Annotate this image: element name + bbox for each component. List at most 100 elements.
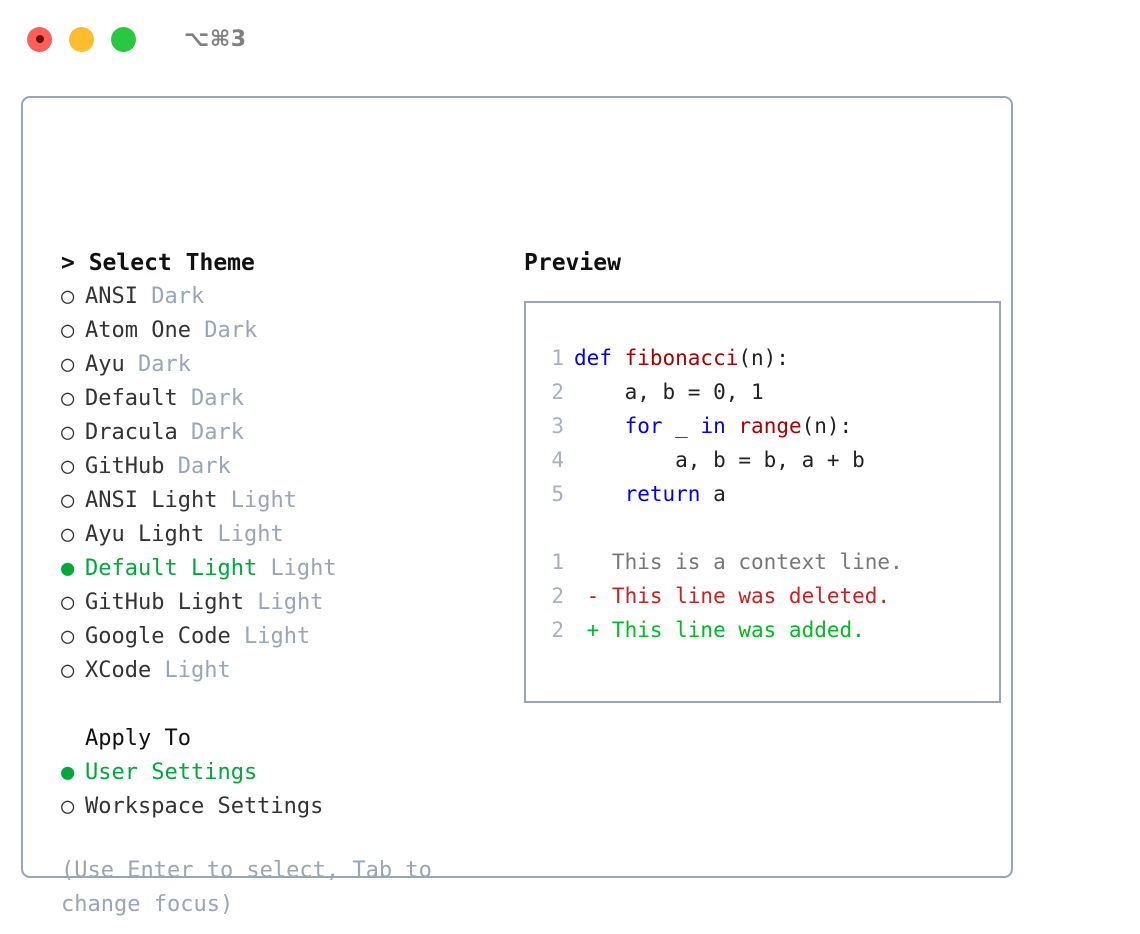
theme-option-name: Google Code [85, 624, 231, 649]
apply-to-label: Apply To [85, 726, 191, 751]
diff-line-ctx: 1 This is a context line. [538, 545, 999, 579]
line-number: 5 [551, 482, 564, 506]
code-token: def [574, 346, 625, 370]
code-token: a [700, 482, 726, 506]
apply-to-option-user-settings[interactable]: ● User Settings [61, 756, 501, 790]
theme-option-variant: Dark [190, 386, 244, 411]
close-button[interactable] [27, 26, 52, 52]
apply-to-option-name: User Settings [85, 760, 258, 785]
theme-option-ansi-light[interactable]: ○ANSI Light Light [61, 484, 501, 518]
code-line: 1 def fibonacci(n): [538, 341, 999, 375]
code-token: (n): [801, 414, 853, 438]
theme-option-name: ANSI [85, 284, 138, 309]
theme-option-name: Dracula [85, 420, 178, 445]
theme-option-variant: Light [243, 624, 311, 649]
radio-unselected-icon: ○ [61, 794, 75, 819]
theme-option-default[interactable]: ○ Default Dark [61, 382, 501, 416]
radio-unselected-icon: ○ [61, 658, 75, 683]
radio-selected-icon: ● [61, 556, 75, 581]
theme-option-variant: Dark [177, 454, 231, 479]
code-token: range [738, 414, 802, 438]
theme-option-xcode[interactable]: ○ XCode Light [61, 654, 501, 688]
window-controls [27, 26, 136, 52]
theme-selector-panel: > Select Theme ○ANSI Dark○Atom One Dark○… [21, 96, 1014, 917]
line-number: 3 [551, 414, 564, 438]
radio-unselected-icon: ○ [61, 488, 75, 513]
radio-unselected-icon: ○ [61, 420, 75, 445]
theme-option-variant: Light [164, 658, 231, 683]
code-token: for [624, 414, 663, 438]
code-token: (n): [738, 346, 789, 370]
code-token [726, 414, 739, 438]
theme-option-variant: Dark [190, 420, 244, 445]
theme-option-variant: Dark [151, 284, 205, 309]
line-number: 2 [551, 584, 564, 608]
theme-option-name: Default Light [85, 556, 258, 581]
theme-option-variant: Light [217, 522, 284, 547]
theme-picker-header: > Select Theme [61, 250, 255, 276]
theme-option-google-code[interactable]: ○Google Code Light [61, 620, 501, 654]
window-title: ⌥⌘3 [184, 26, 247, 52]
code-line: 4 a, b = b, a + b [538, 443, 999, 477]
line-number: 1 [551, 346, 564, 370]
code-token: a, b = b, a + b [574, 448, 865, 472]
radio-selected-icon: ● [61, 760, 75, 785]
apply-to-list[interactable]: ● User Settings ○ Workspace Settings [61, 756, 501, 824]
radio-unselected-icon: ○ [61, 284, 75, 309]
radio-unselected-icon: ○ [61, 590, 75, 615]
theme-option-default-light[interactable]: ● Default Light Light [61, 552, 501, 586]
diff-line-text: + This line was added. [574, 618, 865, 642]
theme-option-github-light[interactable]: ○ GitHub Light Light [61, 586, 501, 620]
recording-indicator-dot [35, 35, 44, 43]
apply-to-option-name: Workspace Settings [85, 794, 324, 819]
theme-option-ansi[interactable]: ○ ANSI Dark [61, 280, 501, 314]
code-token [574, 414, 625, 438]
diff-line-add: 2 + This line was added. [538, 613, 999, 647]
code-token: in [700, 414, 726, 438]
code-token: _ [662, 414, 701, 438]
line-number: 2 [551, 618, 564, 642]
theme-option-name: Default [85, 386, 178, 411]
theme-option-variant: Dark [204, 318, 258, 343]
zoom-button[interactable] [111, 26, 136, 52]
code-line: 3 for _ in range(n): [538, 409, 999, 443]
line-number: 4 [551, 448, 564, 472]
theme-option-name: Ayu [85, 352, 125, 377]
radio-unselected-icon: ○ [61, 454, 75, 479]
code-token: fibonacci [624, 346, 739, 370]
radio-unselected-icon: ○ [61, 352, 75, 377]
radio-unselected-icon: ○ [61, 522, 75, 547]
code-line: 2 a, b = 0, 1 [538, 375, 999, 409]
code-token: return [624, 482, 701, 506]
theme-option-variant: Light [257, 590, 324, 615]
keyboard-hint: (Use Enter to select, Tab to change focu… [61, 858, 432, 917]
theme-picker-column: > Select Theme ○ANSI Dark○Atom One Dark○… [61, 246, 501, 922]
radio-unselected-icon: ○ [61, 386, 75, 411]
radio-unselected-icon: ○ [61, 318, 75, 343]
theme-option-name: XCode [85, 658, 152, 683]
line-number: 2 [551, 380, 564, 404]
theme-option-variant: Light [270, 556, 337, 581]
minimize-button[interactable] [69, 26, 94, 52]
theme-option-name: Ayu Light [85, 522, 205, 547]
diff-line-del: 2 - This line was deleted. [538, 579, 999, 613]
diff-sample: 1 This is a context line.2 - This line w… [538, 545, 999, 647]
code-token [574, 482, 625, 506]
theme-option-atom-one[interactable]: ○Atom One Dark [61, 314, 501, 348]
theme-option-dracula[interactable]: ○ Dracula Dark [61, 416, 501, 450]
theme-option-ayu-light[interactable]: ○ Ayu Light Light [61, 518, 501, 552]
theme-option-ayu[interactable]: ○ Ayu Dark [61, 348, 501, 382]
theme-option-name: GitHub Light [85, 590, 244, 615]
theme-list[interactable]: ○ANSI Dark○Atom One Dark○Ayu Dark○Defaul… [61, 280, 501, 688]
preview-title: Preview [524, 250, 621, 276]
apply-to-option-workspace-settings[interactable]: ○ Workspace Settings [61, 790, 501, 824]
diff-line-text: - This line was deleted. [574, 584, 891, 608]
theme-option-github[interactable]: ○ GitHub Dark [61, 450, 501, 484]
theme-option-variant: Dark [138, 352, 191, 377]
line-number: 1 [551, 550, 564, 574]
theme-option-name: GitHub [85, 454, 165, 479]
theme-option-name: ANSI Light [85, 488, 218, 513]
